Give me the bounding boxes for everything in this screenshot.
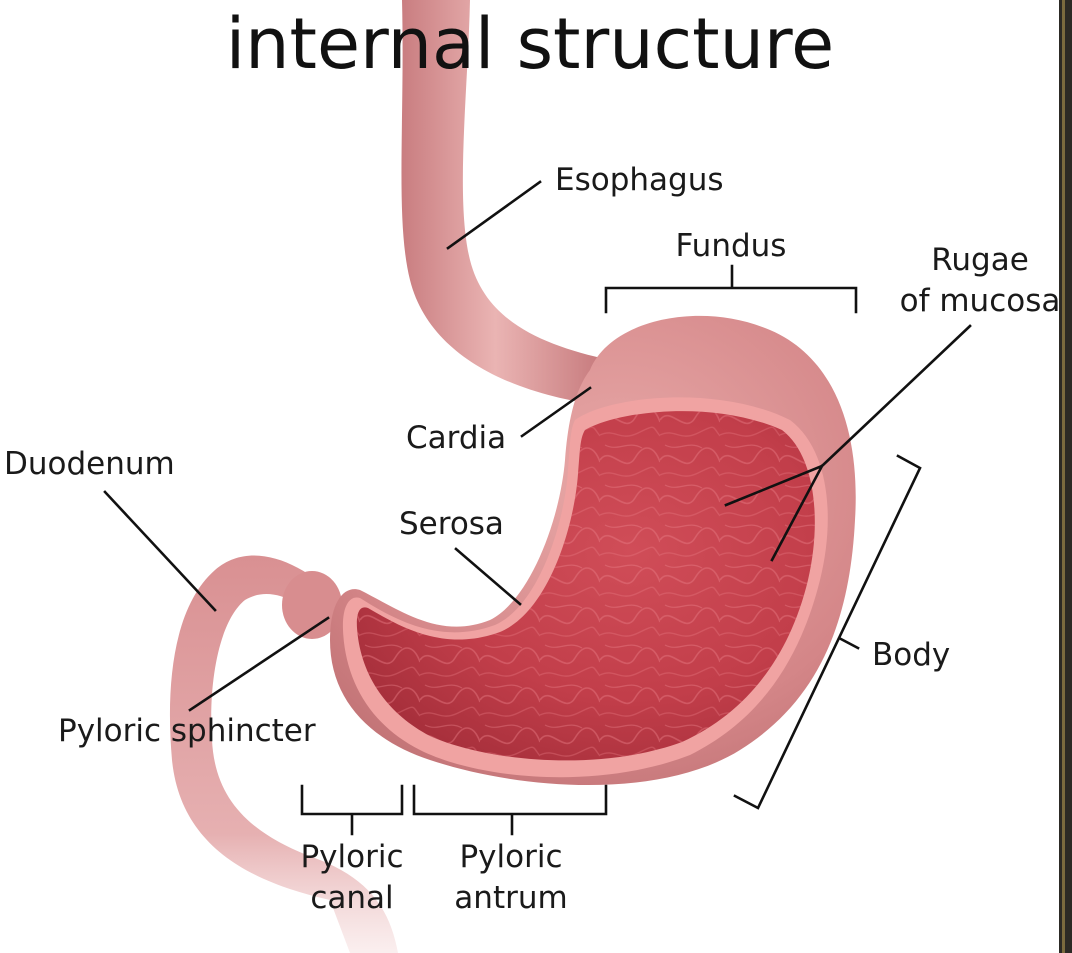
label-pyloric-antrum-line1: Pyloric [459, 839, 562, 875]
label-esophagus: Esophagus [555, 162, 724, 198]
label-body: Body [872, 637, 950, 673]
label-cardia: Cardia [406, 420, 506, 456]
frame-edge-highlight [1062, 0, 1065, 953]
label-pyloric-canal-line1: Pyloric [300, 839, 403, 875]
serosa-leader [456, 549, 520, 604]
duodenum-leader [105, 492, 215, 610]
pyloric-antrum-bracket [414, 786, 606, 834]
label-duodenum: Duodenum [4, 446, 175, 482]
pyloric-canal-bracket [302, 786, 402, 834]
frame-edge [1059, 0, 1072, 953]
label-pyloric-canal-line2: canal [310, 880, 393, 916]
label-rugae-line1: Rugae [931, 242, 1029, 278]
label-pyloric-antrum-line2: antrum [454, 880, 567, 916]
label-serosa: Serosa [399, 506, 504, 542]
fundus-bracket [606, 266, 856, 312]
label-rugae-line2: of mucosa [900, 283, 1061, 319]
label-fundus: Fundus [676, 228, 787, 264]
diagram-title: internal structure [226, 3, 835, 85]
label-pyloric-sphincter: Pyloric sphincter [58, 713, 316, 749]
